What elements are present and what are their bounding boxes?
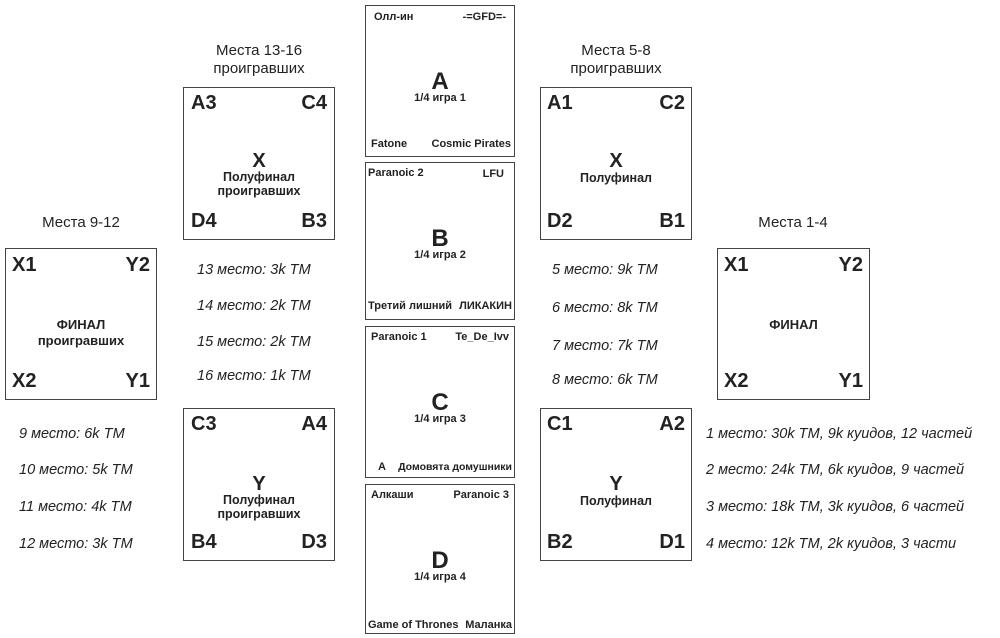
prize-line: 9 место: 6k ТМ: [19, 426, 125, 442]
team: Маланка: [465, 619, 512, 631]
quarter-box-c: Paranoic 1 Te_De_Ivv C 1/4 игра 3 А Домо…: [365, 326, 515, 478]
prize-line: 8 место: 6k ТМ: [552, 372, 658, 388]
slot: Y2: [125, 254, 150, 276]
prize-line: 11 место: 4k ТМ: [19, 499, 132, 515]
slot: X2: [724, 370, 749, 392]
slot: D4: [191, 210, 217, 232]
quarter-box-b: Paranoic 2 LFU B 1/4 игра 2 Третий лишни…: [365, 162, 515, 320]
slot: C4: [301, 92, 327, 114]
prize-line: 2 место: 24k ТМ, 6k куидов, 9 частей: [706, 462, 965, 478]
slot: B1: [659, 210, 685, 232]
prize-line: 16 место: 1k ТМ: [197, 368, 311, 384]
team: Paranoic 3: [453, 489, 509, 501]
match-letter: Y: [252, 473, 266, 495]
slot: C1: [547, 413, 573, 435]
semi-x-box: A1 C2 X Полуфинал D2 B1: [540, 87, 692, 240]
team: Fatone: [371, 138, 408, 150]
slot: C2: [659, 92, 685, 114]
team: Paranoic 1: [371, 331, 427, 343]
match-letter: D: [431, 547, 449, 574]
losers-final-box: X1 Y2 ФИНАЛ проигравших X2 Y1: [5, 248, 157, 400]
slot: D2: [547, 210, 573, 232]
team: Cosmic Pirates: [431, 138, 511, 150]
prize-line: 4 место: 12k ТМ, 2k куидов, 3 части: [706, 536, 957, 552]
slot: A4: [301, 413, 327, 435]
quarter-box-a: Олл-ин -=GFD=- A 1/4 игра 1 Fatone Cosmi…: [365, 5, 515, 157]
losers-semis-heading: Места 13-16 проигравших: [213, 42, 305, 77]
team: А: [378, 461, 386, 473]
match-letter: X: [609, 150, 623, 172]
team: Game of Thrones: [368, 619, 459, 631]
final-box: X1 Y2 ФИНАЛ X2 Y1: [717, 248, 870, 400]
match-letter: A: [431, 68, 449, 95]
losers-final-heading: Места 9-12: [42, 214, 120, 231]
prize-line: 12 место: 3k ТМ: [19, 536, 133, 552]
prize-line: 1 место: 30k ТМ, 9k куидов, 12 частей: [706, 426, 973, 442]
slot: A3: [191, 92, 217, 114]
slot: B2: [547, 531, 573, 553]
slot: X1: [12, 254, 37, 276]
match-label: Полуфинал проигравших: [217, 493, 301, 521]
slot: X2: [12, 370, 37, 392]
prize-line: 5 место: 9k ТМ: [552, 262, 658, 278]
prize-line: 3 место: 18k ТМ, 3k куидов, 6 частей: [706, 499, 965, 515]
match-label: Полуфинал проигравших: [217, 170, 301, 198]
slot: Y2: [838, 254, 863, 276]
team: ЛИКАКИН: [459, 300, 512, 312]
slot: D1: [659, 531, 685, 553]
slot: B3: [301, 210, 327, 232]
match-label: Полуфинал: [580, 494, 652, 508]
team: Домовята домушники: [398, 461, 512, 473]
slot: B4: [191, 531, 217, 553]
match-label: 1/4 игра 2: [414, 249, 466, 261]
slot: A1: [547, 92, 573, 114]
match-label: ФИНАЛ проигравших: [37, 317, 125, 348]
final-heading: Места 1-4: [758, 214, 828, 231]
prize-line: 7 место: 7k ТМ: [552, 338, 658, 354]
prize-line: 14 место: 2k ТМ: [197, 298, 311, 314]
team: LFU: [482, 168, 504, 180]
quarter-box-d: Алкаши Paranoic 3 D 1/4 игра 4 Game of T…: [365, 484, 515, 634]
prize-line: 6 место: 8k ТМ: [552, 300, 658, 316]
semis-heading: Места 5-8 проигравших: [570, 42, 662, 77]
match-label: ФИНАЛ: [769, 317, 818, 332]
slot: C3: [191, 413, 217, 435]
team: Третий лишний: [368, 300, 453, 312]
team: Te_De_Ivv: [455, 331, 509, 343]
slot: X1: [724, 254, 749, 276]
team: Олл-ин: [374, 11, 414, 23]
team: Paranoic 2: [368, 167, 424, 179]
match-letter: C: [431, 389, 449, 416]
match-label: 1/4 игра 4: [414, 571, 466, 583]
losers-semi-y-box: C3 A4 Y Полуфинал проигравших B4 D3: [183, 408, 335, 561]
slot: Y1: [125, 370, 150, 392]
prize-line: 10 место: 5k ТМ: [19, 462, 133, 478]
match-label: Полуфинал: [580, 171, 652, 185]
match-letter: B: [431, 225, 449, 252]
semi-y-box: C1 A2 Y Полуфинал B2 D1: [540, 408, 692, 561]
match-label: 1/4 игра 1: [414, 92, 466, 104]
match-letter: X: [252, 150, 266, 172]
prize-line: 13 место: 3k ТМ: [197, 262, 311, 278]
slot: A2: [659, 413, 685, 435]
match-letter: Y: [609, 473, 623, 495]
prize-line: 15 место: 2k ТМ: [197, 334, 311, 350]
slot: D3: [301, 531, 327, 553]
match-label: 1/4 игра 3: [414, 413, 466, 425]
losers-semi-x-box: A3 C4 X Полуфинал проигравших D4 B3: [183, 87, 335, 240]
team: -=GFD=-: [462, 11, 506, 23]
team: Алкаши: [371, 489, 414, 501]
slot: Y1: [838, 370, 863, 392]
